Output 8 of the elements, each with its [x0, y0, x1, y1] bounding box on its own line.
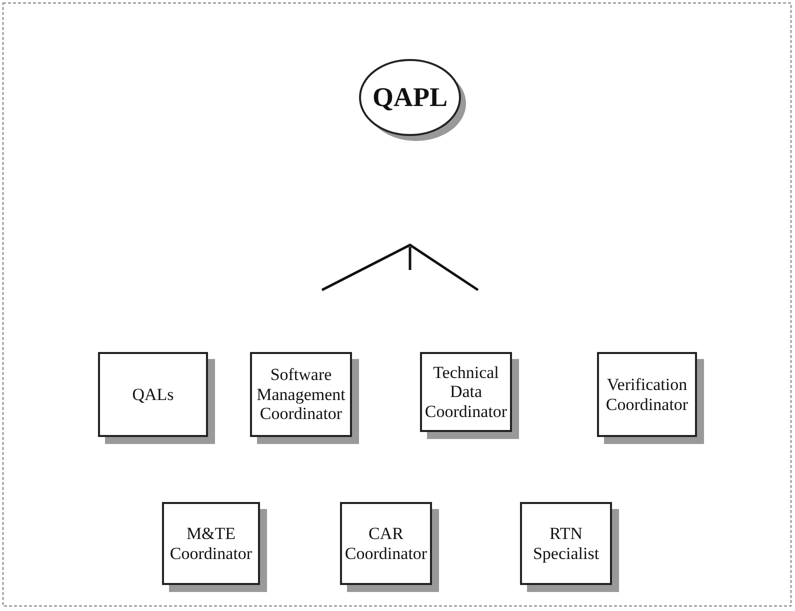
role-label: Technical Data Coordinator — [424, 362, 508, 422]
role-label: M&TE Coordinator — [168, 524, 254, 564]
role-label: Software Management Coordinator — [256, 365, 346, 424]
role-label: RTN Specialist — [532, 524, 600, 564]
node-title: QAPL — [372, 82, 448, 113]
role-label: CAR Coordinator — [344, 524, 428, 564]
role-label: Verification Coordinator — [604, 374, 690, 414]
role-label: QALs — [132, 384, 174, 404]
